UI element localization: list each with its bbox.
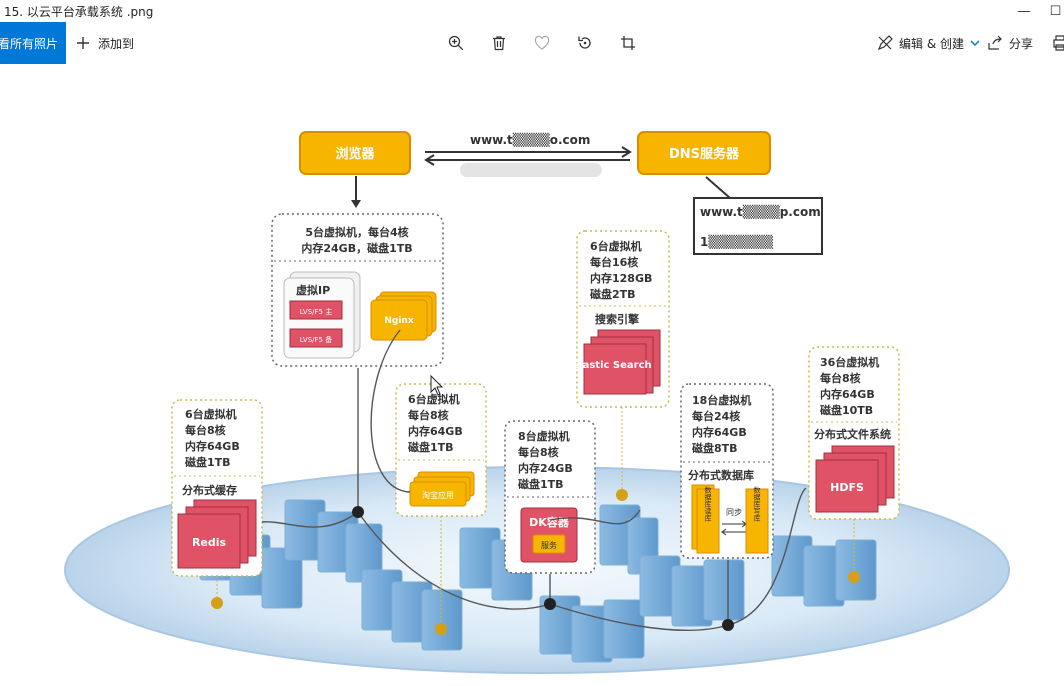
hdfs-label: HDFS [830, 481, 864, 494]
db-write-node [745, 488, 769, 554]
toolbar: 查看所有照片 添加到 编辑 & 创建 分享 [0, 22, 1064, 64]
dns-record-ip: 1▒▒▒▒▒▒▒ [700, 234, 774, 249]
svg-text:内存64GB: 内存64GB [820, 387, 875, 401]
svg-text:内存64GB: 内存64GB [692, 425, 747, 439]
svg-text:内存24GB: 内存24GB [518, 461, 573, 475]
delete-icon[interactable] [489, 33, 509, 53]
share-icon [988, 35, 1002, 50]
svg-text:内存64GB: 内存64GB [408, 424, 463, 438]
dns-record-domain: www.t▒▒▒▒p.com [700, 204, 821, 219]
print-icon[interactable] [1050, 33, 1064, 53]
zoom-in-icon[interactable] [446, 33, 466, 53]
fs-label: 分布式文件系统 [814, 427, 891, 441]
svg-text:每台8核: 每台8核 [408, 408, 449, 422]
db-label: 分布式数据库 [688, 468, 754, 482]
plus-icon [77, 37, 89, 49]
nginx-label: Nginx [384, 316, 413, 326]
elastic-search-label: Elastic Search [572, 360, 651, 371]
svg-text:LVS/F5 主: LVS/F5 主 [300, 307, 332, 316]
title-bar: 15. 以云平台承载系统 .png — ☐ [0, 0, 1064, 22]
svg-text:磁盘1TB: 磁盘1TB [408, 440, 454, 454]
svg-text:6台虚拟机: 6台虚拟机 [185, 407, 237, 421]
svg-text:18台虚拟机: 18台虚拟机 [692, 393, 751, 407]
edit-create-label: 编辑 & 创建 [899, 36, 964, 51]
browser-node [299, 131, 411, 175]
lb-spec-2: 内存24GB，磁盘1TB [301, 241, 412, 255]
svg-text:36台虚拟机: 36台虚拟机 [820, 355, 879, 369]
maximize-icon: ☐ [1049, 3, 1062, 19]
svg-text:磁盘2TB: 磁盘2TB [590, 287, 636, 301]
minimize-icon: — [1017, 3, 1031, 19]
rotate-icon[interactable] [575, 33, 595, 53]
dns-label: DNS服务器 [669, 146, 740, 162]
docker-label: DK容器 [529, 515, 570, 529]
redis-label: Redis [192, 536, 227, 549]
share-label: 分享 [1009, 36, 1034, 51]
svg-text:每台8核: 每台8核 [820, 371, 861, 385]
architecture-diagram: 浏览器 DNS服务器 www.t▒▒▒▒o.com www.t▒▒▒▒p.com… [64, 131, 1010, 674]
svg-text:内存128GB: 内存128GB [590, 271, 652, 285]
nginx-node [370, 299, 428, 341]
window-title: 15. 以云平台承载系统 .png [4, 5, 154, 19]
lvs-main [289, 300, 343, 320]
svg-text:8台虚拟机: 8台虚拟机 [518, 429, 570, 443]
crop-icon[interactable] [618, 33, 638, 53]
all-photos-button[interactable]: 查看所有照片 [0, 22, 66, 64]
minimize-button[interactable]: — [1001, 0, 1047, 22]
chevron-down-icon [970, 40, 980, 47]
add-to-button[interactable]: 添加到 [76, 22, 134, 64]
lb-spec-1: 5台虚拟机，每台4核 [305, 225, 408, 239]
mouse-cursor [430, 374, 444, 396]
svg-text:6台虚拟机: 6台虚拟机 [408, 392, 460, 406]
svg-text:6台虚拟机: 6台虚拟机 [590, 239, 642, 253]
connections [261, 329, 807, 631]
junction-dots [352, 506, 734, 631]
maximize-button[interactable]: ☐ [1047, 0, 1064, 22]
svg-text:数据库写库: 数据库写库 [753, 486, 761, 523]
edit-icon [877, 35, 893, 51]
svg-text:磁盘1TB: 磁盘1TB [185, 455, 231, 469]
gold-dots [211, 489, 860, 635]
db-read-node [696, 488, 720, 554]
taobao-app-label: 淘宝应用 [422, 490, 454, 500]
svg-text:数据库读库: 数据库读库 [704, 486, 712, 523]
image-viewer[interactable]: 浏览器 DNS服务器 www.t▒▒▒▒o.com www.t▒▒▒▒p.com… [0, 64, 1064, 686]
redis-node [177, 513, 241, 569]
favorite-icon[interactable] [532, 33, 552, 53]
svg-text:LVS/F5 备: LVS/F5 备 [300, 335, 332, 344]
cache-label: 分布式缓存 [182, 483, 237, 497]
taobao-app-node [409, 481, 467, 507]
svg-text:每台24核: 每台24核 [692, 409, 740, 423]
svg-text:磁盘1TB: 磁盘1TB [518, 477, 564, 491]
svg-text:磁盘10TB: 磁盘10TB [820, 403, 873, 417]
hdfs-node [815, 459, 879, 513]
dns-node [637, 131, 771, 175]
share-button[interactable]: 分享 [987, 22, 1033, 64]
sync-label: 同步 [726, 508, 742, 517]
lvs-backup [289, 328, 343, 348]
domain-label: www.t▒▒▒▒o.com [470, 132, 590, 147]
svg-text:磁盘8TB: 磁盘8TB [692, 441, 738, 455]
elastic-search-node [583, 343, 647, 395]
svg-text:每台8核: 每台8核 [518, 445, 559, 459]
vip-label: 虚拟IP [296, 283, 330, 297]
svg-text:服务: 服务 [541, 540, 557, 550]
svg-text:每台16核: 每台16核 [590, 255, 638, 269]
blurred-ip [460, 163, 602, 177]
svg-text:每台8核: 每台8核 [185, 423, 226, 437]
add-to-label: 添加到 [98, 36, 135, 51]
browser-label: 浏览器 [335, 146, 375, 162]
svg-text:内存64GB: 内存64GB [185, 439, 240, 453]
service-node [532, 534, 566, 554]
dns-record-box [693, 197, 823, 255]
search-engine-label: 搜索引擎 [595, 312, 639, 326]
edit-create-button[interactable]: 编辑 & 创建 [877, 22, 980, 64]
